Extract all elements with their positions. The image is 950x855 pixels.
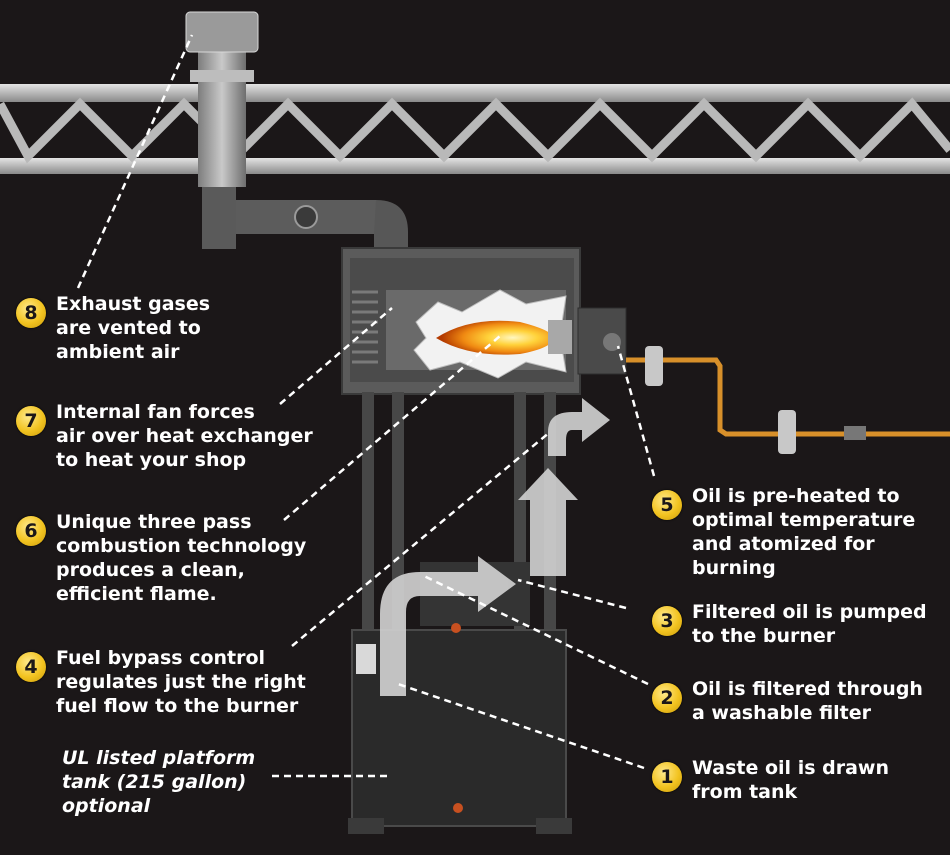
step-7-badge: 7: [16, 406, 46, 436]
fuel-supply-line: [626, 346, 950, 454]
callout-2-filter: 2 Oil is filtered through a washable fil…: [652, 677, 923, 725]
step-4-badge: 4: [16, 652, 46, 682]
callout-3-pump: 3 Filtered oil is pumped to the burner: [652, 600, 927, 648]
step-4-text: Fuel bypass control regulates just the r…: [56, 647, 306, 717]
callout-6-combustion: 6 Unique three pass combustion technolog…: [16, 510, 306, 606]
tank-note: UL listed platform tank (215 gallon) opt…: [62, 747, 256, 817]
step-6-text: Unique three pass combustion technology …: [56, 511, 307, 605]
step-1-text: Waste oil is drawn from tank: [692, 757, 889, 803]
callout-4-bypass: 4 Fuel bypass control regulates just the…: [16, 646, 306, 718]
oil-flow-arrows: [380, 398, 610, 696]
step-2-text: Oil is filtered through a washable filte…: [692, 678, 923, 724]
callout-leader-lines: [76, 34, 656, 778]
heater-cabinet: [341, 247, 581, 395]
roof-truss: [0, 84, 950, 174]
step-3-text: Filtered oil is pumped to the burner: [692, 601, 927, 647]
step-7-text: Internal fan forces air over heat exchan…: [56, 401, 313, 471]
callout-1-draw: 1 Waste oil is drawn from tank: [652, 756, 889, 804]
step-5-text: Oil is pre-heated to optimal temperature…: [692, 485, 916, 579]
callout-8-exhaust: 8 Exhaust gases are vented to ambient ai…: [16, 292, 210, 364]
step-2-badge: 2: [652, 683, 682, 713]
burner-assembly: [577, 307, 627, 375]
step-5-badge: 5: [652, 490, 682, 520]
step-6-badge: 6: [16, 516, 46, 546]
step-8-text: Exhaust gases are vented to ambient air: [56, 293, 211, 363]
callout-5-preheat: 5 Oil is pre-heated to optimal temperatu…: [652, 484, 915, 580]
step-1-badge: 1: [652, 762, 682, 792]
step-8-badge: 8: [16, 298, 46, 328]
step-3-badge: 3: [652, 606, 682, 636]
callout-7-fan: 7 Internal fan forces air over heat exch…: [16, 400, 313, 472]
exhaust-chimney: [185, 11, 408, 250]
